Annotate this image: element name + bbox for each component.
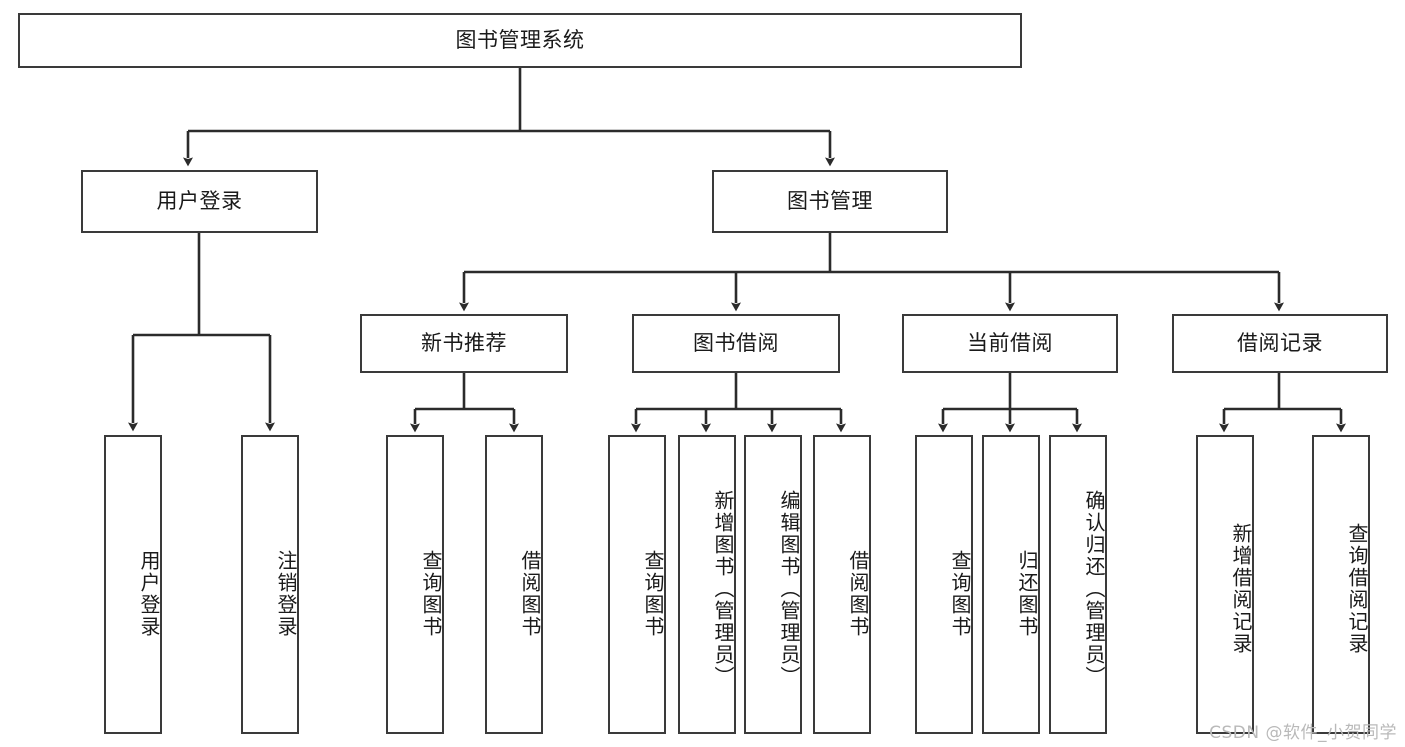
leaf-query-record[interactable]: 查询借阅记录	[1312, 435, 1370, 734]
node-root[interactable]: 图书管理系统	[18, 13, 1022, 68]
leaf-return-book[interactable]: 归还图书	[982, 435, 1040, 734]
leaf-borrow-book-2[interactable]: 借阅图书	[813, 435, 871, 734]
leaf-edit-book-label: 编辑图书（管理员）	[777, 489, 801, 688]
leaf-edit-book[interactable]: 编辑图书（管理员）	[744, 435, 802, 734]
node-book-manage[interactable]: 图书管理	[712, 170, 948, 233]
node-borrow-record[interactable]: 借阅记录	[1172, 314, 1388, 373]
leaf-confirm-return-label: 确认归还（管理员）	[1082, 489, 1106, 688]
leaf-query-record-label: 查询借阅记录	[1345, 522, 1369, 655]
leaf-query-book-1[interactable]: 查询图书	[386, 435, 444, 734]
node-new-book-recommend-label: 新书推荐	[421, 331, 507, 356]
leaf-add-record[interactable]: 新增借阅记录	[1196, 435, 1254, 734]
leaf-borrow-book-2-label: 借阅图书	[846, 549, 870, 638]
node-root-label: 图书管理系统	[455, 28, 585, 53]
leaf-add-record-label: 新增借阅记录	[1229, 522, 1253, 655]
leaf-confirm-return[interactable]: 确认归还（管理员）	[1049, 435, 1107, 734]
node-borrow-record-label: 借阅记录	[1237, 331, 1323, 356]
node-current-borrow[interactable]: 当前借阅	[902, 314, 1118, 373]
leaf-logout-login-label: 注销登录	[274, 549, 298, 638]
leaf-query-book-1-label: 查询图书	[419, 549, 443, 638]
leaf-add-book[interactable]: 新增图书（管理员）	[678, 435, 736, 734]
node-new-book-recommend[interactable]: 新书推荐	[360, 314, 568, 373]
leaf-query-book-2-label: 查询图书	[641, 549, 665, 638]
leaf-return-book-label: 归还图书	[1015, 549, 1039, 638]
leaf-add-book-label: 新增图书（管理员）	[711, 489, 735, 688]
leaf-query-book-2[interactable]: 查询图书	[608, 435, 666, 734]
node-user-login-label: 用户登录	[156, 189, 243, 214]
node-book-borrow[interactable]: 图书借阅	[632, 314, 840, 373]
leaf-query-book-3-label: 查询图书	[948, 549, 972, 638]
node-book-borrow-label: 图书借阅	[693, 331, 779, 356]
watermark: CSDN @软件_小贺同学	[1209, 723, 1397, 743]
leaf-user-login-label: 用户登录	[137, 549, 161, 638]
leaf-borrow-book-1[interactable]: 借阅图书	[485, 435, 543, 734]
leaf-user-login[interactable]: 用户登录	[104, 435, 162, 734]
node-user-login[interactable]: 用户登录	[81, 170, 318, 233]
leaf-borrow-book-1-label: 借阅图书	[518, 549, 542, 638]
leaf-query-book-3[interactable]: 查询图书	[915, 435, 973, 734]
node-current-borrow-label: 当前借阅	[967, 331, 1053, 356]
node-book-manage-label: 图书管理	[787, 189, 873, 214]
leaf-logout-login[interactable]: 注销登录	[241, 435, 299, 734]
